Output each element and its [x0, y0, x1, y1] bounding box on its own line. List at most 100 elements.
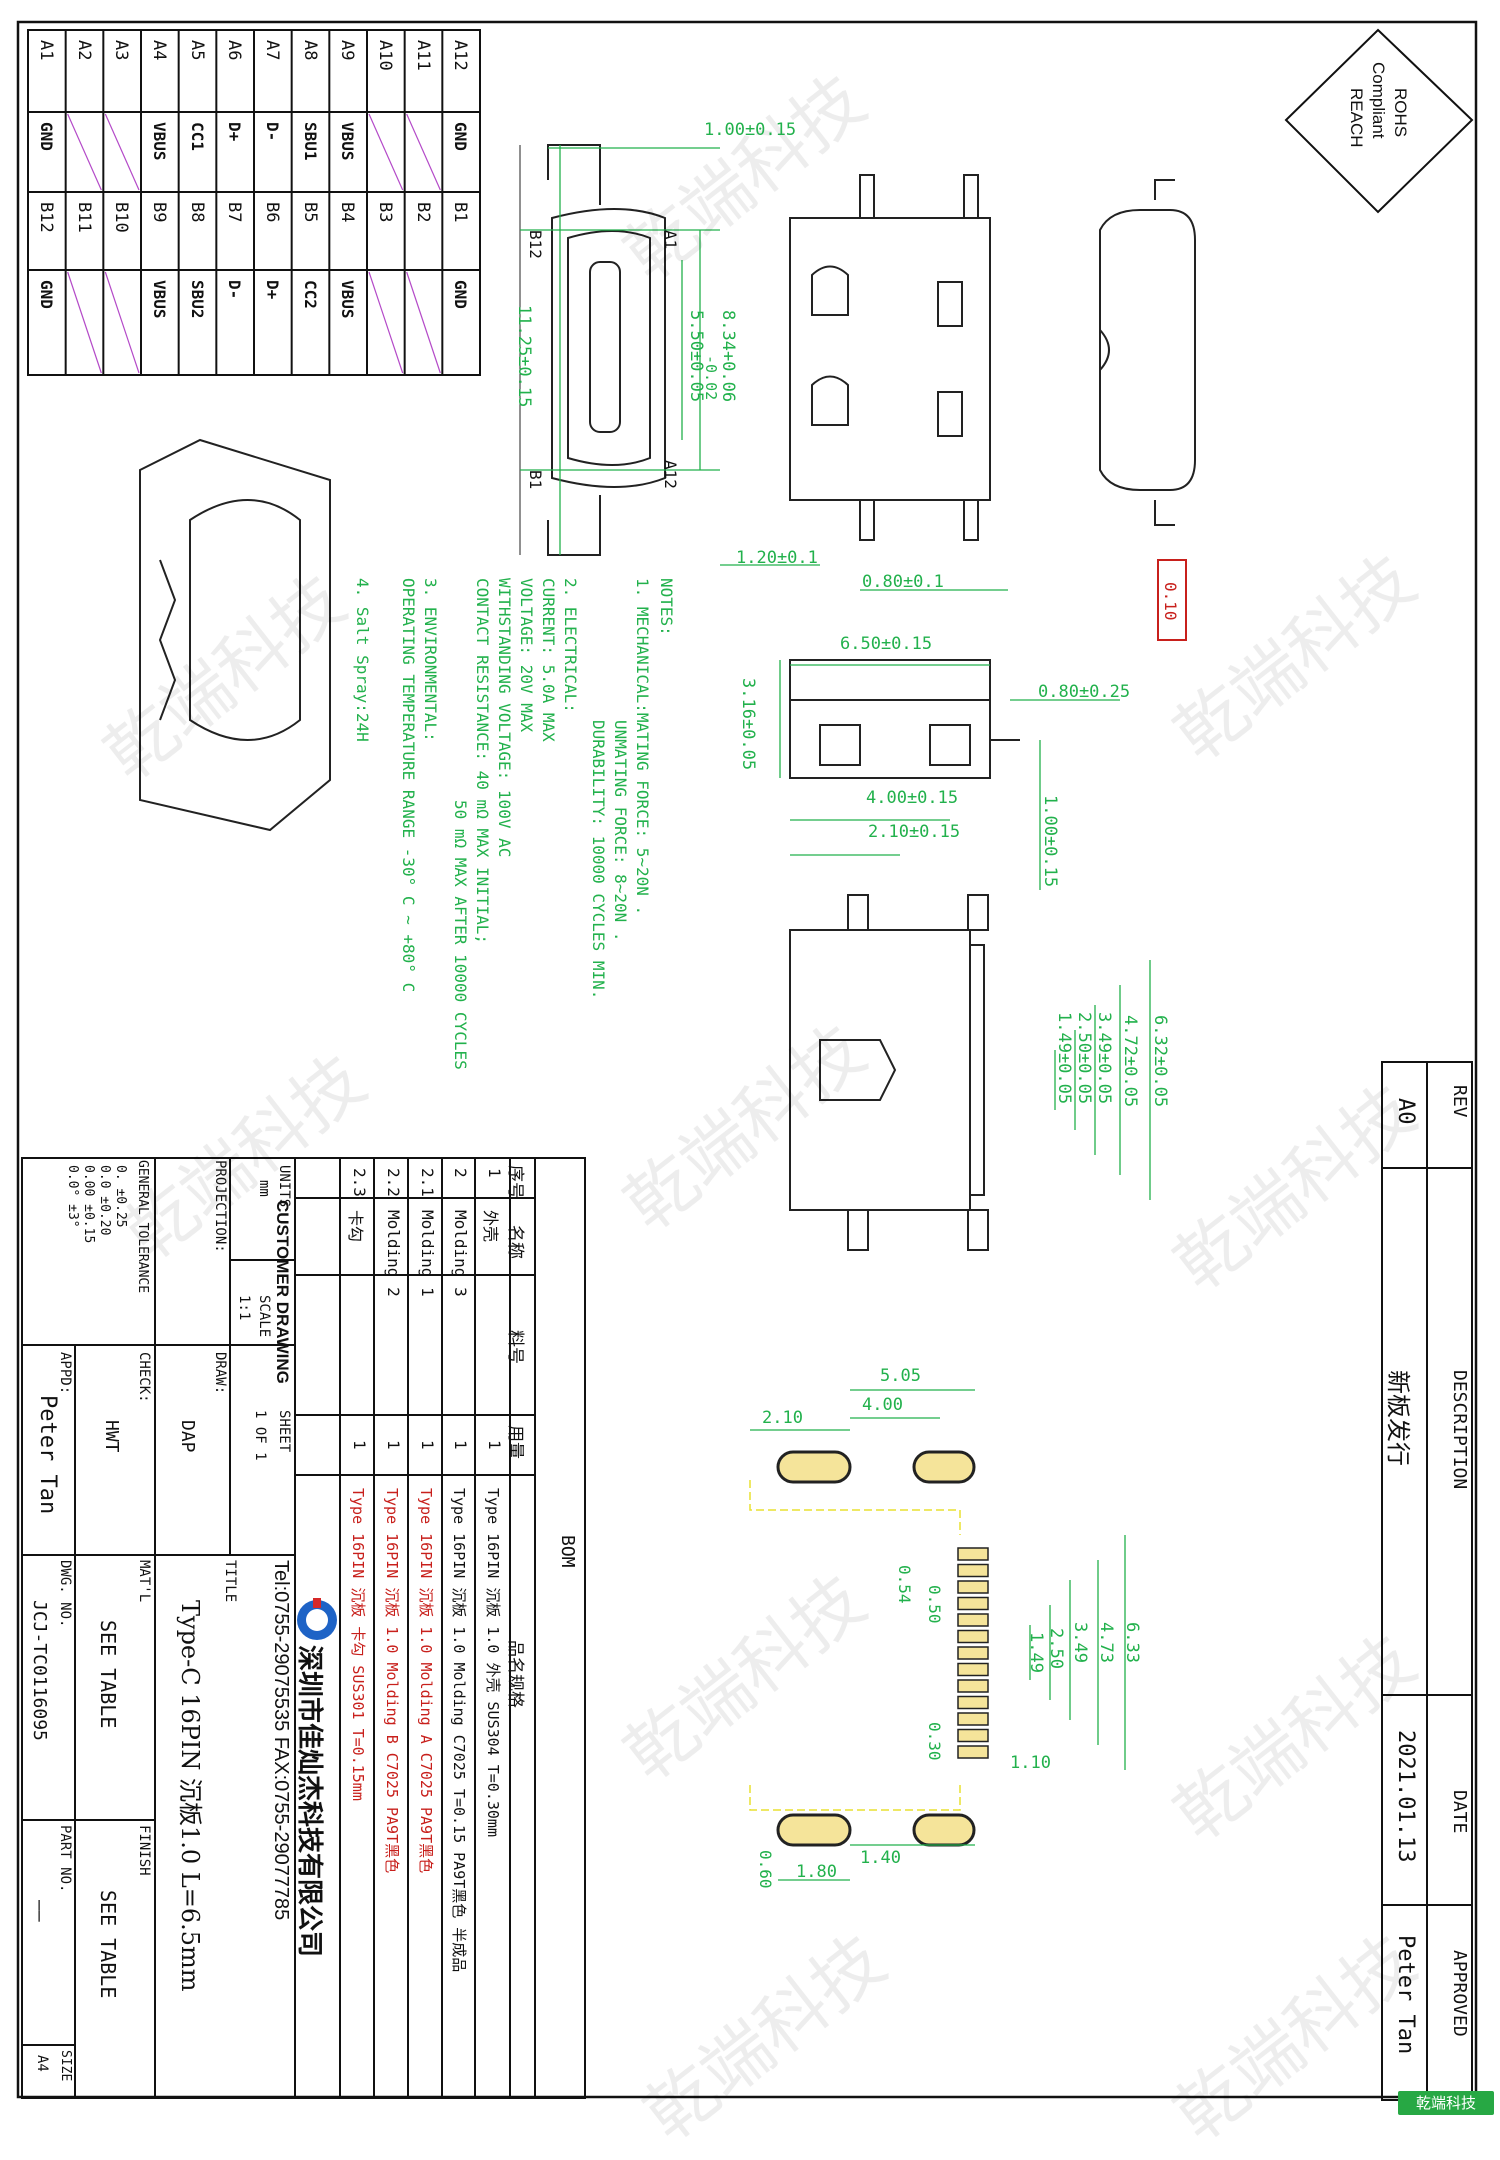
pin-number: B10	[111, 202, 132, 233]
pin-signal: SBU2	[187, 280, 207, 319]
title-block-frame	[21, 1157, 296, 2099]
label-a12: A12	[661, 460, 680, 489]
bom-no: 2	[451, 1168, 470, 1178]
pin-signal: SBU1	[300, 122, 320, 161]
scale-value: 1:1	[236, 1295, 252, 1321]
compliance-diamond	[1284, 28, 1474, 214]
notes-line: 4. Salt Spray:24H	[353, 578, 372, 742]
approved-value: Peter Tan	[1393, 1935, 1418, 2055]
pin-number: B7	[224, 202, 245, 223]
bom-name: 卡勾	[346, 1210, 365, 1243]
bom-no: 2.3	[350, 1168, 369, 1197]
bom-qty: 1	[350, 1440, 369, 1450]
fp-1-80: 1.80	[796, 1862, 837, 1882]
pin-number: A8	[299, 40, 320, 61]
sheet-value: 1 OF 1	[252, 1410, 268, 1461]
draw-value: DAP	[177, 1420, 198, 1453]
notes-line: DURABILITY: 10000 CYCLES MIN.	[589, 720, 608, 1000]
scale-header: SCALE	[256, 1295, 272, 1338]
front-view-shell	[551, 208, 666, 488]
pin-number: A4	[148, 40, 169, 61]
dwg-header: DWG. NO.	[57, 1560, 73, 1628]
bom-no: 2.2	[384, 1168, 403, 1197]
fp-1-49: 1.49	[1026, 1632, 1046, 1673]
dim-1-49: 1.49±0.05	[1054, 1012, 1074, 1105]
pin-number: B5	[299, 202, 320, 223]
dim-body-length: 6.50±0.15	[840, 634, 933, 654]
notes-line: 3. ENVIRONMENTAL:	[421, 578, 440, 742]
fp-4-73: 4.73	[1096, 1622, 1116, 1663]
bom-qty: 1	[418, 1440, 437, 1450]
pin-number: A1	[35, 40, 56, 61]
bom-qty: 1	[451, 1440, 470, 1450]
approved-header: APPROVED	[1449, 1950, 1470, 2037]
pin-signal: GND	[451, 122, 471, 151]
empty-cell-diagonal	[406, 271, 441, 374]
brand-badge: 乾端科技	[1398, 2091, 1494, 2115]
units-header: UNITS	[276, 1165, 292, 1208]
tolerance-line: 0.0° ±3°	[65, 1165, 80, 1228]
rohs-label: ROHS	[1391, 88, 1410, 138]
compliant-label: Compliant	[1369, 62, 1388, 139]
label-a1: A1	[661, 230, 680, 250]
pin-number: A6	[224, 40, 245, 61]
notes-line: CONTACT RESISTANCE: 40 mΩ MAX INITIAL;	[473, 578, 492, 945]
footprint-pad	[957, 1613, 989, 1627]
fp-0-50: 0.50	[925, 1585, 944, 1624]
date-header: DATE	[1449, 1790, 1470, 1834]
notes-title: NOTES:	[657, 578, 676, 636]
iso-view	[139, 438, 331, 832]
empty-cell-diagonal	[104, 113, 140, 191]
title-header: TITLE	[222, 1560, 238, 1603]
notes-line: 1. MECHANICAL:MATING FORCE: 5~20N .	[633, 578, 652, 916]
fp-2-10: 2.10	[762, 1408, 803, 1428]
tolerance-line: 0.00 ±0.15	[81, 1165, 96, 1244]
bom-no: 2.1	[418, 1168, 437, 1197]
bom-header-spec: 品名规格	[505, 1640, 525, 1708]
empty-cell-diagonal	[406, 113, 441, 191]
draw-header: DRAW:	[212, 1352, 228, 1395]
pin-signal: VBUS	[338, 122, 358, 161]
bom-name: Molding 2	[384, 1210, 403, 1297]
pin-signal: GND	[451, 280, 471, 309]
matl-value: SEE TABLE	[96, 1620, 120, 1729]
fp-0-30: 0.30	[925, 1722, 944, 1761]
fp-6-33: 6.33	[1122, 1622, 1142, 1663]
footprint-pad	[957, 1745, 989, 1759]
dim-4-00: 4.00±0.15	[866, 788, 959, 808]
pin-signal: D+	[262, 280, 282, 300]
pin-number: B2	[412, 202, 433, 223]
pin-signal: VBUS	[149, 122, 169, 161]
pin-signal: CC2	[300, 280, 320, 309]
size-header: SIZE	[58, 2050, 73, 2082]
fp-4-00: 4.00	[862, 1395, 903, 1415]
dim-4-72: 4.72±0.05	[1120, 1015, 1140, 1108]
part-value: ——	[29, 1900, 50, 1922]
dim-2-50: 2.50±0.05	[1074, 1012, 1094, 1105]
fp-1-10: 1.10	[1010, 1753, 1051, 1773]
pin-signal: VBUS	[338, 280, 358, 319]
dim-2-10: 2.10±0.15	[868, 822, 961, 842]
profile-view-body	[789, 659, 991, 779]
label-b12: B12	[526, 230, 545, 259]
reach-label: REACH	[1347, 88, 1366, 148]
pin-number: A9	[337, 40, 358, 61]
check-value: HWT	[101, 1420, 122, 1453]
sheet-header: SHEET	[276, 1410, 292, 1453]
dim-flatness: 0.10	[1161, 582, 1180, 621]
fp-3-49: 3.49	[1070, 1622, 1090, 1663]
pin-number: B11	[73, 202, 94, 233]
pin-signal: D-	[225, 280, 245, 300]
top-view-body	[789, 217, 991, 501]
footprint-pad	[957, 1563, 989, 1578]
fp-1-40: 1.40	[860, 1848, 901, 1868]
footprint-pad	[957, 1580, 989, 1594]
bom-header-qty: 用量	[505, 1425, 525, 1459]
fp-2-50: 2.50	[1046, 1628, 1066, 1669]
bom-qty: 1	[485, 1440, 504, 1450]
dim-width-top: 1.00±0.15	[704, 120, 797, 140]
pin-signal: VBUS	[149, 280, 169, 319]
drawing-title: Type-C 16PIN 沉板1.0 L=6.5mm	[176, 1600, 204, 1992]
customer-drawing: CUSTOMER DRAWING	[273, 1200, 292, 1384]
pin-number: A12	[450, 40, 471, 71]
